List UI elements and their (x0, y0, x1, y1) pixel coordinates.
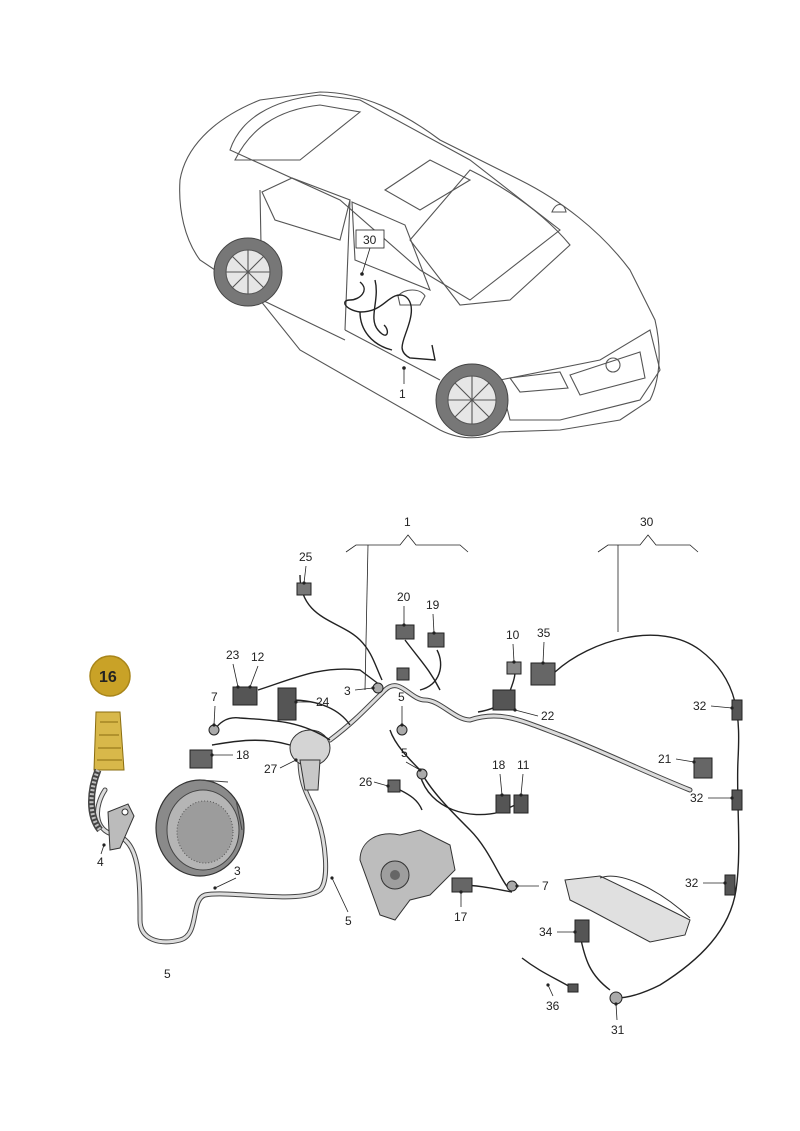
callout-34: 34 (539, 925, 553, 939)
group-bracket-30: 30 (597, 515, 699, 632)
door-handle (564, 875, 691, 943)
callouts: 25 20 19 23 12 7 24 3 5 18 27 5 (97, 550, 734, 1037)
callout-3b: 3 (234, 864, 241, 878)
group-label-30: 30 (640, 515, 654, 529)
connector-21 (693, 757, 713, 779)
callout-24: 24 (316, 695, 330, 709)
callout-5c: 5 (345, 914, 352, 928)
callout-17: 17 (454, 910, 468, 924)
connector-18a (189, 749, 213, 769)
connector-26 (387, 779, 401, 793)
clip-32a (731, 699, 743, 721)
clip-32c (724, 874, 736, 896)
callout-36: 36 (546, 999, 560, 1013)
callout-20: 20 (397, 590, 411, 604)
connector-23 (232, 686, 258, 706)
connector-24 (277, 687, 297, 721)
connector-34 (574, 919, 590, 943)
window-motor (359, 829, 456, 921)
car-illustration: 30 1 (179, 91, 661, 439)
callout-18b: 18 (492, 758, 506, 772)
group-bracket-1: 1 (345, 515, 469, 691)
callout-22: 22 (541, 709, 555, 723)
car-callout-30: 30 (363, 233, 377, 247)
callout-11: 11 (517, 758, 530, 772)
callout-3a: 3 (344, 684, 351, 698)
connector-19 (427, 632, 445, 648)
callout-5b: 5 (401, 746, 408, 760)
callout-32c: 32 (685, 876, 699, 890)
callout-5a: 5 (398, 690, 405, 704)
callout-32a: 32 (693, 699, 707, 713)
door-harness-on-car (344, 279, 436, 361)
speaker (155, 779, 245, 877)
callout-25: 25 (299, 550, 313, 564)
callout-10: 10 (506, 628, 520, 642)
rear-wheel (213, 237, 283, 307)
callout-21: 21 (658, 752, 672, 766)
callout-12: 12 (251, 650, 265, 664)
grommet-31 (609, 991, 623, 1005)
connector-22 (492, 689, 516, 711)
car-callout-1: 1 (399, 387, 406, 401)
callout-19: 19 (426, 598, 440, 612)
connector-20 (395, 624, 415, 640)
callout-23: 23 (226, 648, 240, 662)
connector-11 (513, 794, 529, 814)
callout-5d: 5 (164, 967, 171, 981)
callout-4: 4 (97, 855, 104, 869)
cable-set-30 (521, 634, 743, 1005)
clip-32b (731, 789, 743, 811)
callout-7b: 7 (542, 879, 549, 893)
callout-31: 31 (611, 1023, 625, 1037)
callout-7a: 7 (211, 690, 218, 704)
connectors (189, 582, 713, 893)
group-label-1: 1 (404, 515, 411, 529)
sensor-36 (567, 983, 579, 993)
callout-27: 27 (264, 762, 278, 776)
connector-17 (451, 877, 473, 893)
callout-18a: 18 (236, 748, 250, 762)
connector-25 (296, 582, 312, 596)
callout-32b: 32 (690, 791, 704, 805)
callout-26: 26 (359, 775, 373, 789)
connector-10 (506, 661, 522, 675)
part-4-bracket (107, 803, 135, 851)
part-16-grommet (88, 711, 125, 833)
front-wheel (435, 363, 509, 437)
connector-18b (495, 794, 511, 814)
highlight-label-16: 16 (99, 669, 117, 686)
connector-5a (396, 667, 410, 681)
connector-35 (530, 662, 556, 686)
callout-35: 35 (537, 626, 551, 640)
highlight-badge-16: 16 (89, 655, 131, 697)
